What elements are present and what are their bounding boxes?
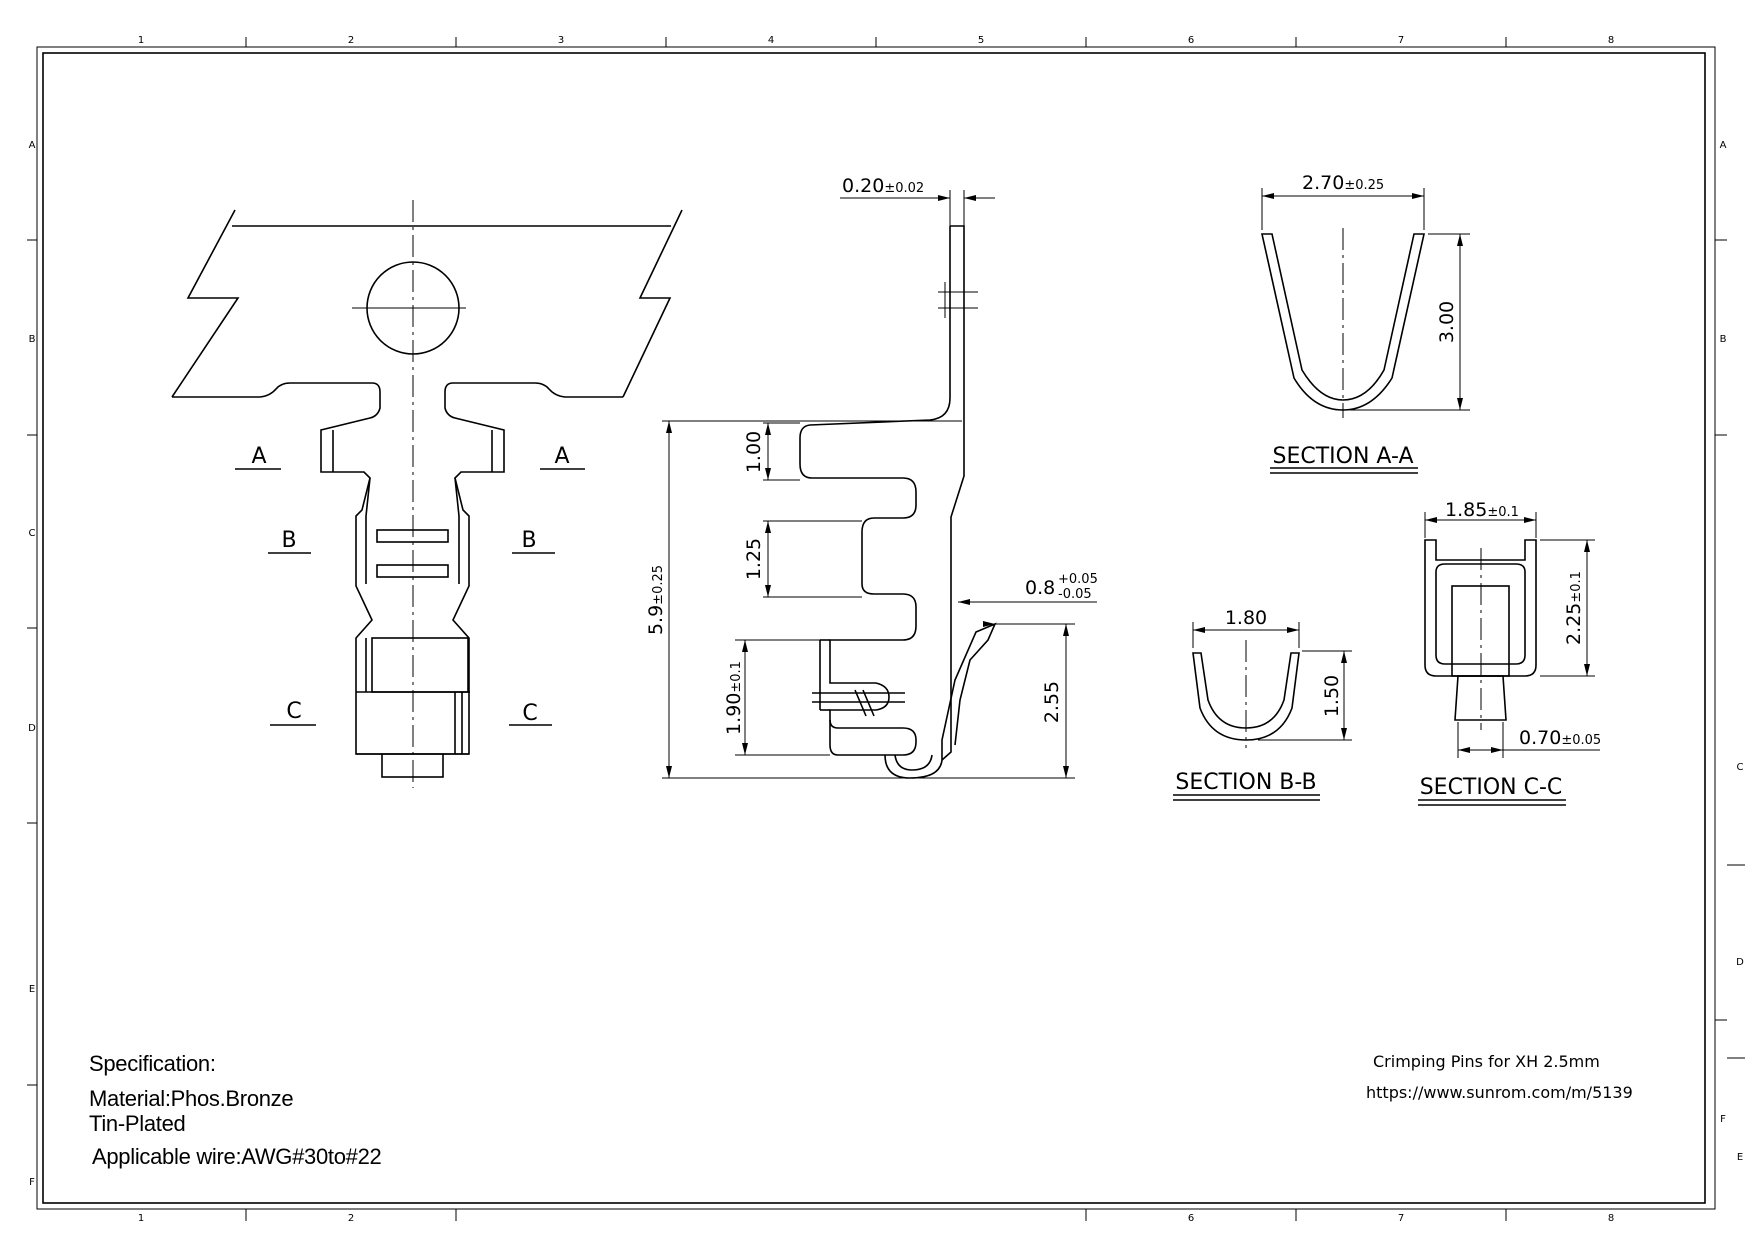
row-label: D bbox=[1736, 957, 1744, 968]
aa-height: 3.00 bbox=[1436, 301, 1458, 343]
row-label: E bbox=[1737, 1152, 1743, 1163]
spec-heading: Specification: bbox=[89, 1051, 216, 1076]
col-label: 2 bbox=[348, 1213, 354, 1224]
cc-width-tol: ±0.1 bbox=[1487, 505, 1519, 520]
frame-labels: 1 2 3 4 5 6 7 8 1 2 6 7 8 A B C D E F A … bbox=[28, 35, 1744, 1224]
col-label: 6 bbox=[1188, 1213, 1194, 1224]
dim-bottom-height: 2.55 bbox=[1041, 681, 1063, 723]
section-mark-c: C bbox=[522, 701, 537, 726]
svg-text:0.70±0.05: 0.70±0.05 bbox=[1519, 727, 1601, 749]
drawing-frame bbox=[27, 37, 1745, 1221]
col-label: 7 bbox=[1398, 35, 1404, 46]
row-label: D bbox=[28, 723, 36, 734]
col-label: 5 bbox=[978, 35, 984, 46]
section-b-b: 1.80 1.50 SECTION B-B bbox=[1173, 607, 1352, 801]
cc-width: 1.85 bbox=[1445, 499, 1487, 521]
section-mark-b: B bbox=[521, 528, 536, 553]
col-label: 8 bbox=[1608, 1213, 1614, 1224]
cc-title: SECTION C-C bbox=[1420, 775, 1563, 800]
col-label: 4 bbox=[768, 35, 774, 46]
dim-total-tol: ±0.25 bbox=[651, 565, 666, 605]
product-url[interactable]: https://www.sunrom.com/m/5139 bbox=[1366, 1083, 1633, 1102]
cc-bottom-tol: ±0.05 bbox=[1561, 733, 1601, 748]
aa-width-tol: ±0.25 bbox=[1344, 178, 1384, 193]
bb-title: SECTION B-B bbox=[1175, 770, 1316, 795]
product-title: Crimping Pins for XH 2.5mm bbox=[1373, 1052, 1600, 1071]
side-view: 0.20±0.02 1.00 1.25 5.9±0.25 1.90±0.1 bbox=[645, 175, 1098, 779]
svg-text:1.90±0.1: 1.90±0.1 bbox=[723, 661, 745, 735]
row-label: A bbox=[1720, 140, 1727, 151]
row-label: B bbox=[1720, 334, 1727, 345]
col-label: 7 bbox=[1398, 1213, 1404, 1224]
dim-thickness: 0.20 bbox=[842, 175, 884, 197]
row-label: E bbox=[29, 984, 35, 995]
dim-lance-tol-minus: -0.05 bbox=[1058, 587, 1092, 602]
col-label: 3 bbox=[558, 35, 564, 46]
section-a-a: 2.70±0.25 3.00 SECTION A-A bbox=[1261, 172, 1470, 474]
col-label: 1 bbox=[138, 35, 144, 46]
section-c-c: 1.85±0.1 2.25±0.1 0.70±0.05 SECTION C-C bbox=[1418, 499, 1601, 806]
col-label: 1 bbox=[138, 1213, 144, 1224]
svg-text:5.9±0.25: 5.9±0.25 bbox=[645, 565, 667, 635]
dim-thickness-tol: ±0.02 bbox=[884, 181, 924, 196]
dim-lower: 1.90 bbox=[723, 693, 745, 735]
section-mark-a: A bbox=[554, 444, 569, 469]
svg-text:0.8: 0.8 bbox=[1025, 577, 1055, 599]
row-label: F bbox=[29, 1177, 35, 1188]
front-view: A A B B C C bbox=[171, 200, 683, 788]
aa-width: 2.70 bbox=[1302, 172, 1344, 194]
spec-finish: Tin-Plated bbox=[89, 1111, 186, 1136]
spec-material: Material:Phos.Bronze bbox=[89, 1086, 294, 1111]
dim-lower-tol: ±0.1 bbox=[729, 661, 744, 693]
row-label: A bbox=[29, 140, 36, 151]
svg-text:2.25±0.1: 2.25±0.1 bbox=[1563, 571, 1585, 645]
svg-text:2.70±0.25: 2.70±0.25 bbox=[1302, 172, 1384, 194]
dim-height-1: 1.00 bbox=[743, 431, 765, 473]
section-mark-c: C bbox=[286, 699, 301, 724]
svg-text:0.20±0.02: 0.20±0.02 bbox=[842, 175, 924, 197]
aa-title: SECTION A-A bbox=[1273, 444, 1414, 469]
row-label: C bbox=[29, 528, 36, 539]
bb-width: 1.80 bbox=[1225, 607, 1267, 629]
cc-height-tol: ±0.1 bbox=[1569, 571, 1584, 603]
svg-text:1.85±0.1: 1.85±0.1 bbox=[1445, 499, 1519, 521]
spec-wire: Applicable wire:AWG#30to#22 bbox=[92, 1144, 382, 1169]
row-label: C bbox=[1737, 762, 1744, 773]
cc-height: 2.25 bbox=[1563, 603, 1585, 645]
col-label: 6 bbox=[1188, 35, 1194, 46]
cc-bottom: 0.70 bbox=[1519, 727, 1561, 749]
dim-lance-tol-plus: +0.05 bbox=[1058, 572, 1098, 587]
col-label: 2 bbox=[348, 35, 354, 46]
row-label: F bbox=[1720, 1114, 1726, 1125]
dim-lance: 0.8 bbox=[1025, 577, 1055, 599]
section-mark-a: A bbox=[251, 444, 266, 469]
bb-height: 1.50 bbox=[1321, 675, 1343, 717]
dim-total: 5.9 bbox=[645, 605, 667, 635]
col-label: 8 bbox=[1608, 35, 1614, 46]
row-label: B bbox=[29, 334, 36, 345]
dim-height-2: 1.25 bbox=[743, 538, 765, 580]
section-mark-b: B bbox=[281, 528, 296, 553]
